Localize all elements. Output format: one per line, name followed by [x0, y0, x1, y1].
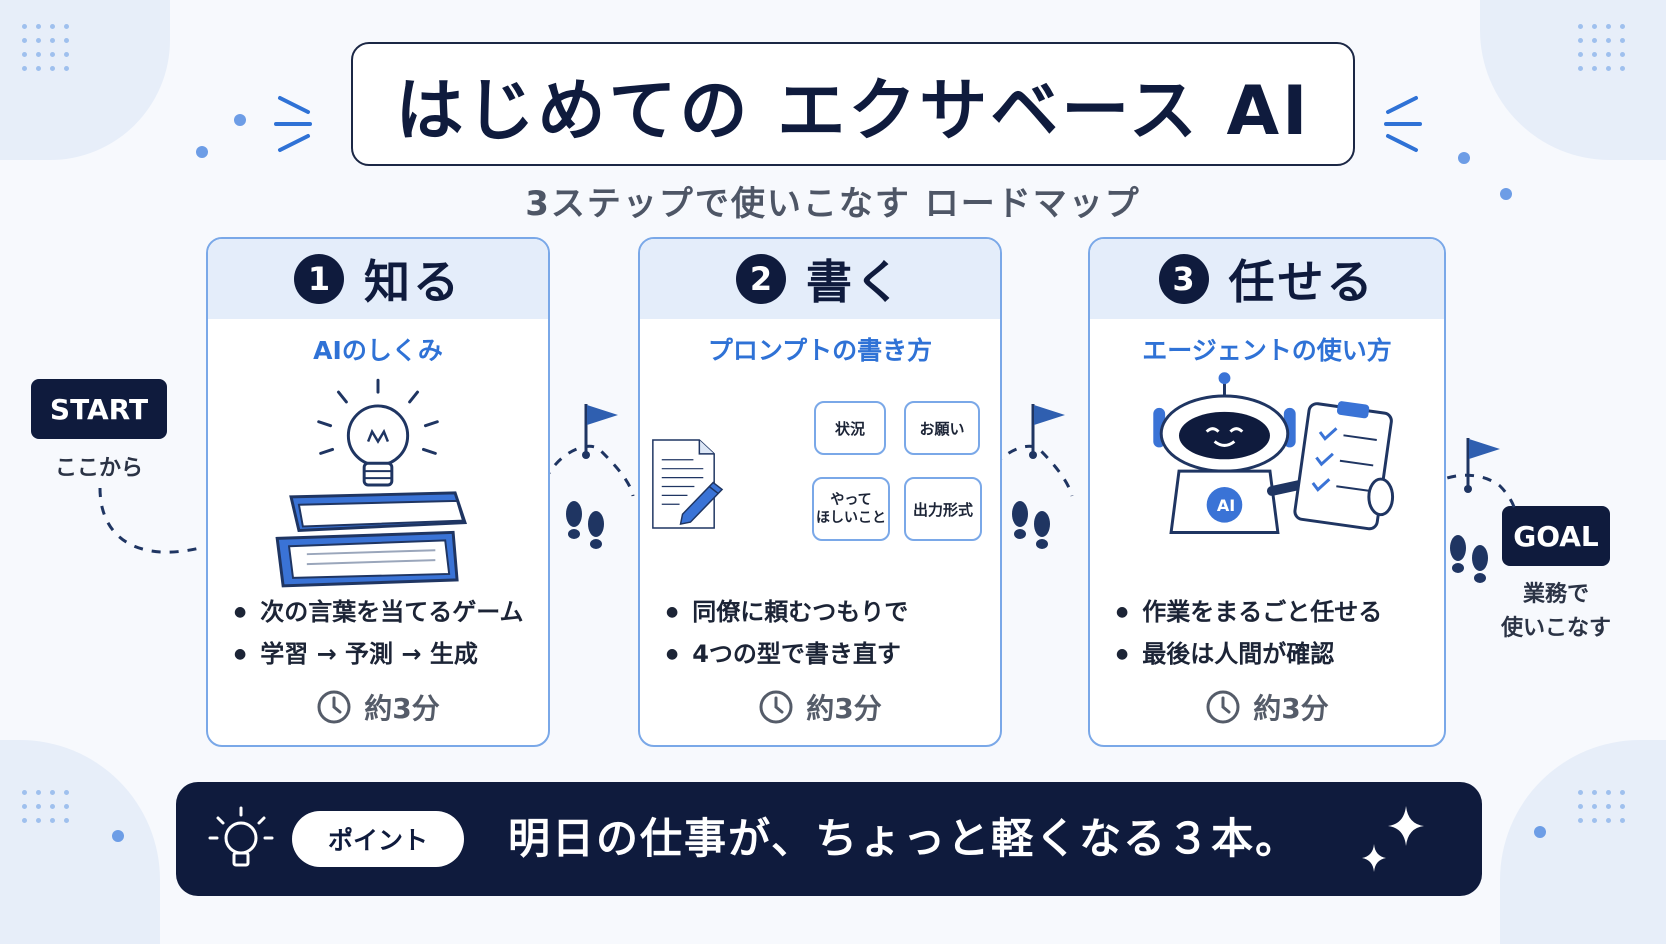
step-title: 任せる: [1228, 255, 1376, 309]
point-banner: ポイント 明日の仕事が、ちょっと軽くなる３本。: [176, 782, 1482, 896]
document-pencil-icon: [652, 439, 724, 529]
footprints-icon: [1012, 501, 1050, 549]
list-item: 学習 → 予測 → 生成: [234, 633, 538, 675]
list-item: 4つの型で書き直す: [666, 633, 990, 675]
step-card-header: 2 書く: [640, 239, 1000, 319]
step-card-2: 2 書く プロンプトの書き方 状況 お願い やって ほしいこと 出力形式 同僚に…: [638, 237, 1002, 747]
time-label: 約3分: [806, 692, 882, 725]
prompt-tag: 状況: [814, 401, 886, 455]
step-card-3: 3 任せる エージェントの使い方 AI 作業をまるごと任せる 最後は人間が確認 …: [1088, 237, 1446, 747]
step-card-header: 3 任せる: [1090, 239, 1444, 319]
clock-icon: [759, 690, 793, 724]
step-number: 2: [736, 254, 786, 304]
corner-blob-bottom-left: [0, 740, 160, 944]
step-title: 知る: [364, 255, 462, 309]
list-item: 作業をまるごと任せる: [1116, 591, 1434, 633]
dot-grid-top-left: [22, 24, 69, 71]
step-number: 1: [294, 254, 344, 304]
prompt-tag: お願い: [904, 401, 980, 455]
goal-caption-line2: 使いこなす: [1500, 616, 1611, 641]
sparkle-lines-left-icon: [196, 96, 312, 158]
flag-icon: [1029, 404, 1065, 459]
step-subtitle: AIのしくみ: [313, 336, 443, 365]
prompt-tag-label: お願い: [919, 419, 965, 438]
time-label: 約3分: [1253, 692, 1329, 725]
goal-caption: 業務で 使いこなす: [1474, 578, 1638, 646]
dot-grid-bottom-right: [1578, 790, 1625, 823]
clock-icon: [317, 690, 351, 724]
list-item: 最後は人間が確認: [1116, 633, 1434, 675]
step-number: 3: [1158, 254, 1209, 304]
step-time: 約3分: [640, 687, 1000, 727]
goal-caption-line1: 業務で: [1522, 582, 1589, 607]
dot-grid-top-right: [1578, 24, 1625, 71]
step-time: 約3分: [1090, 687, 1444, 727]
decor-dot: [112, 830, 124, 842]
robot-with-checklist-icon: [1153, 372, 1395, 534]
corner-blob-bottom-right: [1500, 740, 1666, 944]
prompt-tag: 出力形式: [904, 477, 982, 541]
page-title: はじめての エクサベース AI: [395, 71, 1311, 151]
flag-icon: [582, 404, 618, 459]
prompt-tag: やって ほしいこと: [812, 477, 890, 541]
flag-icon: [1464, 438, 1500, 493]
dot-grid-bottom-left: [22, 790, 69, 823]
point-label: ポイント: [292, 811, 464, 867]
decor-dot: [1534, 826, 1546, 838]
step-subtitle: プロンプトの書き方: [707, 336, 933, 365]
step-card-1: 1 知る AIのしくみ 次の言葉を当てるゲーム 学習 → 予測 → 生成 約3分: [206, 237, 550, 747]
prompt-tag-label: 状況: [834, 419, 865, 438]
step-bullets: 作業をまるごと任せる 最後は人間が確認: [1116, 591, 1434, 675]
lightbulb-icon: [208, 806, 274, 867]
page-subtitle: 3ステップで使いこなす ロードマップ: [525, 184, 1141, 224]
step-time: 約3分: [208, 687, 548, 727]
time-label: 約3分: [364, 692, 440, 725]
lightbulb-on-books-icon: [275, 378, 468, 588]
start-badge: START: [31, 379, 167, 439]
start-caption: ここから: [54, 456, 143, 481]
list-item: 次の言葉を当てるゲーム: [234, 591, 538, 633]
prompt-tag-label: やって ほしいこと: [816, 492, 886, 526]
prompt-tag-label: 出力形式: [912, 500, 973, 519]
clock-icon: [1206, 690, 1240, 724]
step-card-header: 1 知る: [208, 239, 548, 319]
sparkle-lines-right-icon: [1384, 96, 1512, 200]
step-subtitle: エージェントの使い方: [1142, 336, 1392, 365]
footprints-icon: [1450, 535, 1488, 583]
robot-ai-badge: AI: [1216, 495, 1236, 515]
goal-badge: GOAL: [1502, 506, 1610, 566]
list-item: 同僚に頼むつもりで: [666, 591, 990, 633]
point-text: 明日の仕事が、ちょっと軽くなる３本。: [508, 814, 1300, 863]
step-bullets: 次の言葉を当てるゲーム 学習 → 予測 → 生成: [234, 591, 538, 675]
step-title: 書く: [806, 255, 904, 309]
sparkle-icon: [1362, 806, 1424, 872]
footprints-icon: [566, 501, 604, 549]
step-bullets: 同僚に頼むつもりで 4つの型で書き直す: [666, 591, 990, 675]
title-box: はじめての エクサベース AI: [351, 42, 1355, 166]
